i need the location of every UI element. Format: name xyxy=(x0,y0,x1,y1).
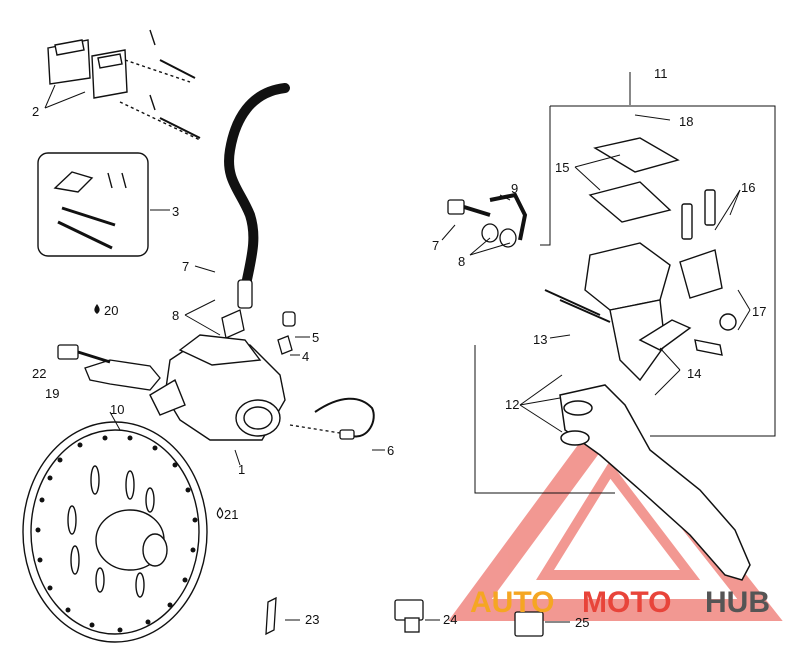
brake-lever xyxy=(559,384,751,581)
oil-drop-icon xyxy=(94,304,100,314)
master-cylinder-frame xyxy=(474,105,776,494)
banjo-bolt xyxy=(447,192,528,248)
callout-label: 12 xyxy=(505,397,519,412)
watermark-moto: MOTO xyxy=(582,586,671,619)
master-cylinder xyxy=(544,137,737,382)
callout-label: 6 xyxy=(387,443,394,458)
watermark-hub: HUB xyxy=(705,586,770,619)
callout-labels: 1 2 3 4 5 6 7 7 8 8 9 10 11 12 13 14 15 … xyxy=(32,66,766,630)
callout-label: 14 xyxy=(687,366,701,381)
callout-label: 25 xyxy=(575,615,589,630)
callout-label: 4 xyxy=(302,349,309,364)
callout-label: 7 xyxy=(432,238,439,253)
callout-label: 2 xyxy=(32,104,39,119)
leader-lines xyxy=(44,72,751,623)
callout-label: 23 xyxy=(305,612,319,627)
callout-label: 13 xyxy=(533,332,547,347)
callout-label: 21 xyxy=(224,507,238,522)
callout-label: 15 xyxy=(555,160,569,175)
callout-label: 3 xyxy=(172,204,179,219)
bleed-parts xyxy=(277,311,375,440)
caliper-bracket xyxy=(57,344,161,391)
callout-label: 18 xyxy=(679,114,693,129)
callout-label: 22 xyxy=(32,366,46,381)
callout-label: 10 xyxy=(110,402,124,417)
pin-kit-box xyxy=(37,152,149,257)
oil-drop-icon xyxy=(216,506,224,519)
brake-pads xyxy=(47,29,201,141)
watermark-auto: AUTO xyxy=(470,586,554,619)
callout-label: 24 xyxy=(443,612,457,627)
brake-hose xyxy=(224,83,290,295)
hose-fitting xyxy=(221,279,253,339)
callout-label: 8 xyxy=(172,308,179,323)
callout-label: 17 xyxy=(752,304,766,319)
switch-parts xyxy=(265,596,544,637)
callout-label: 7 xyxy=(182,259,189,274)
caliper xyxy=(149,334,286,441)
callout-label: 1 xyxy=(238,462,245,477)
callout-label: 20 xyxy=(104,303,118,318)
callout-label: 16 xyxy=(741,180,755,195)
callout-label: 11 xyxy=(654,66,668,81)
watermark-text: AUTO MOTO HUB xyxy=(470,586,770,619)
callout-label: 8 xyxy=(458,254,465,269)
callout-label: 5 xyxy=(312,330,319,345)
callout-label: 19 xyxy=(45,386,59,401)
callout-label: 9 xyxy=(511,181,518,196)
brake-disc xyxy=(22,421,208,643)
